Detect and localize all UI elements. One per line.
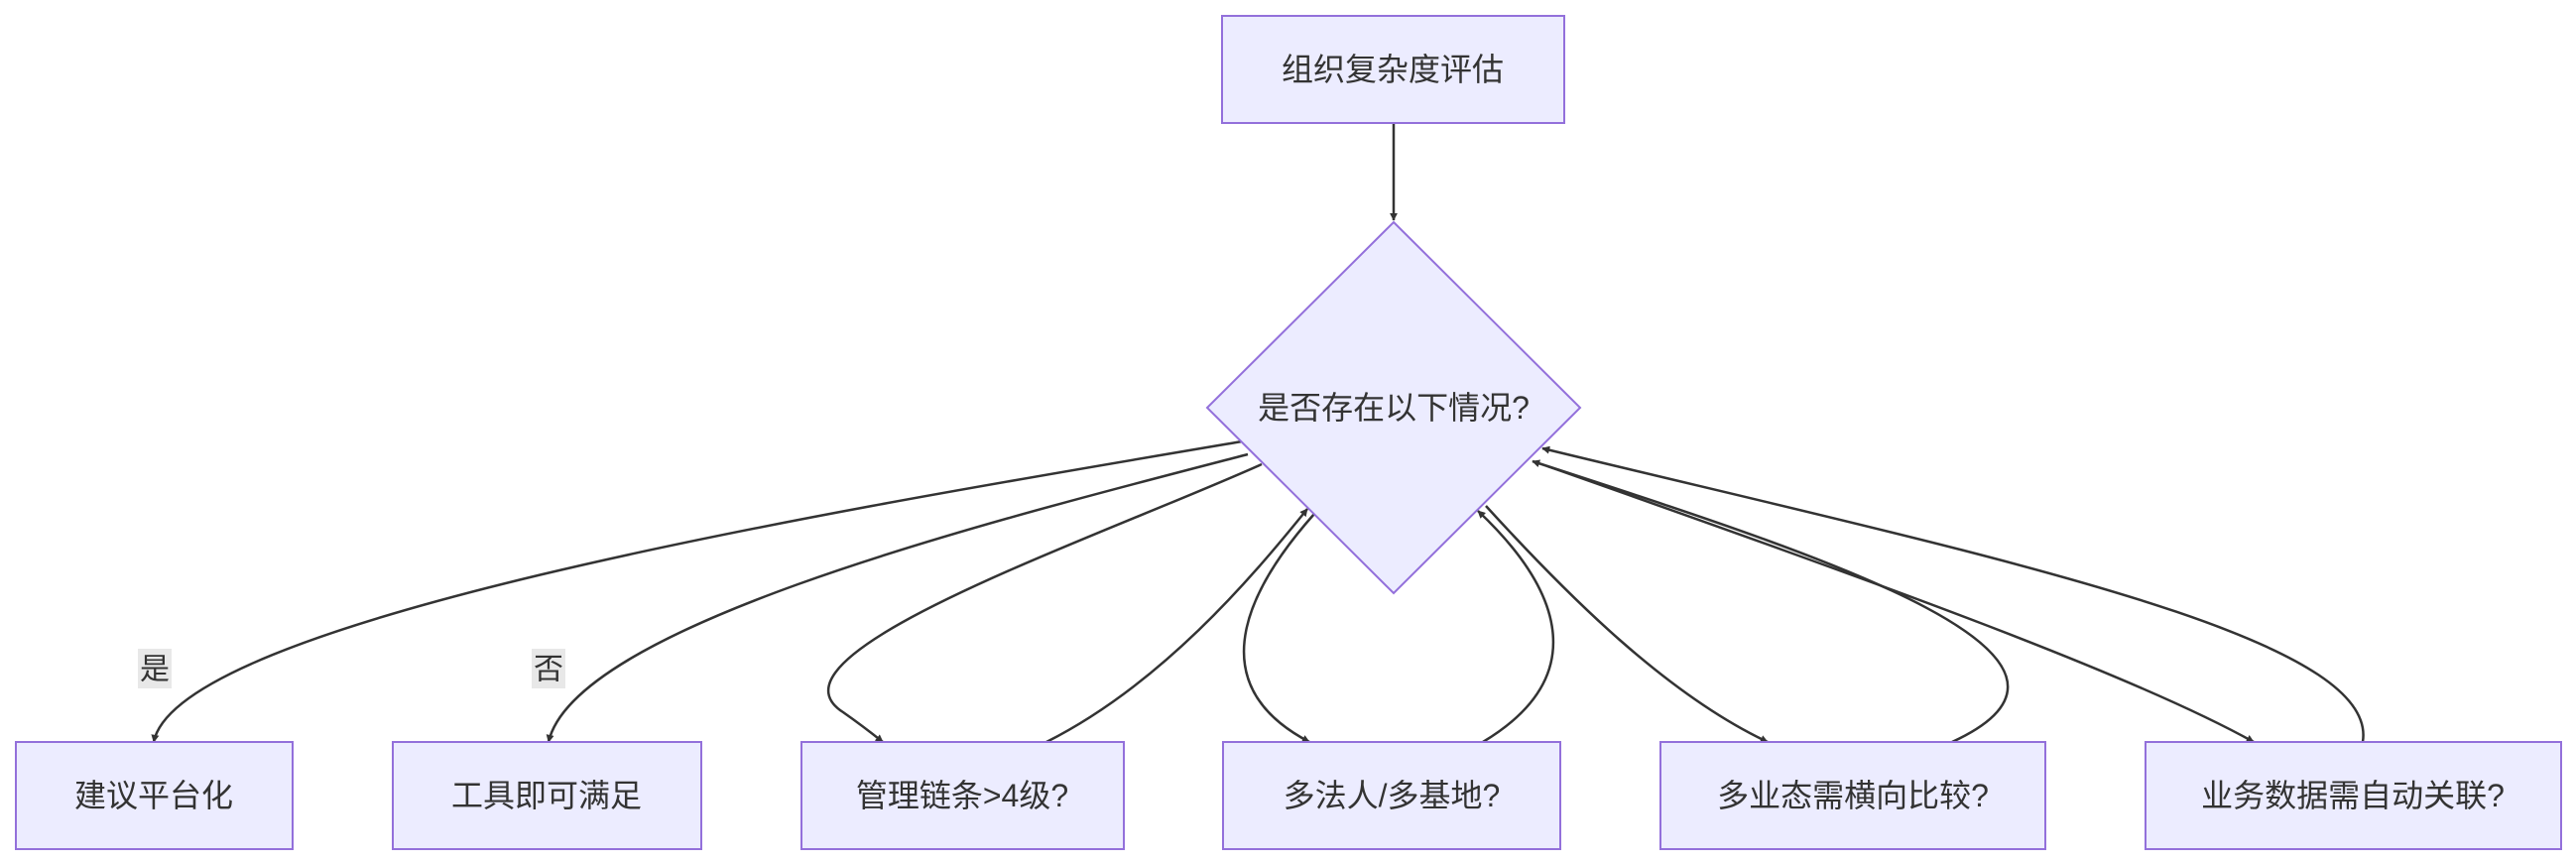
edge-entities-to-decision — [1477, 510, 1555, 744]
node-data: 业务数据需自动关联? — [2145, 741, 2562, 850]
node-chain: 管理链条>4级? — [800, 741, 1125, 850]
edge-decision-to-entities — [1242, 513, 1315, 744]
node-business-label: 多业态需横向比较? — [1717, 778, 1989, 813]
edge-decision-to-tools — [546, 452, 1249, 743]
node-entities-label: 多法人/多基地? — [1284, 778, 1501, 813]
node-platform: 建议平台化 — [15, 741, 294, 850]
edge-decision-to-business — [1485, 505, 1769, 744]
edge-business-to-decision — [1532, 459, 2010, 744]
edge-label-yes-text: 是 — [140, 654, 170, 686]
node-tools-label: 工具即可满足 — [451, 778, 642, 813]
node-tools: 工具即可满足 — [392, 741, 702, 850]
node-entities: 多法人/多基地? — [1222, 741, 1561, 850]
edge-chain-to-decision — [1045, 508, 1308, 744]
edges — [151, 124, 2365, 744]
edge-decision-to-chain — [826, 462, 1263, 743]
edge-data-to-decision — [1541, 445, 2365, 743]
node-decision-label: 是否存在以下情况? — [1258, 390, 1530, 426]
node-business: 多业态需横向比较? — [1659, 741, 2046, 850]
node-platform-label: 建议平台化 — [74, 778, 233, 813]
node-chain-label: 管理链条>4级? — [856, 778, 1068, 813]
edge-label-no-text: 否 — [534, 654, 563, 686]
edge-decision-to-platform — [151, 439, 1243, 743]
edge-label-yes: 是 — [138, 649, 172, 688]
node-start: 组织复杂度评估 — [1221, 15, 1565, 124]
node-start-label: 组织复杂度评估 — [1282, 52, 1504, 87]
edge-decision-to-data — [1546, 464, 2255, 744]
edge-label-no: 否 — [532, 649, 565, 688]
node-data-label: 业务数据需自动关联? — [2201, 778, 2505, 813]
node-decision: 是否存在以下情况? — [1205, 220, 1582, 595]
